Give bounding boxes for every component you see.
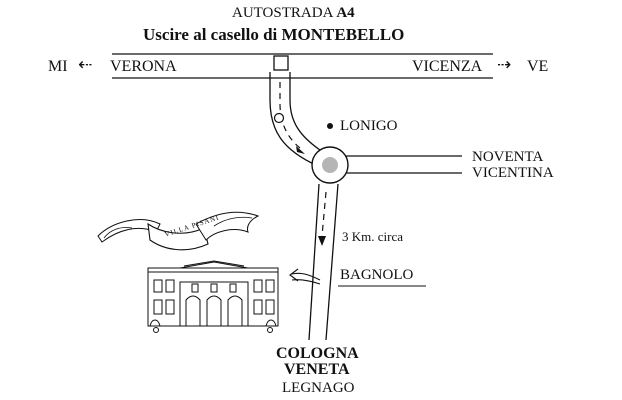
- bagnolo-pointer-2: [291, 279, 321, 285]
- exit-ramp-outer: [269, 72, 319, 167]
- roundabout-center: [322, 157, 338, 173]
- label-distance: 3 Km. circa: [342, 229, 404, 244]
- label-noventa: NOVENTA: [472, 149, 544, 165]
- exit-instruction: Uscire al casello di: [143, 25, 278, 44]
- south-road-left: [308, 183, 320, 341]
- label-cologna: COLOGNA: [276, 345, 359, 362]
- header-line-2: Uscire al casello di MONTEBELLO: [143, 26, 404, 43]
- label-mi: MI: [48, 58, 68, 75]
- label-vicenza: VICENZA: [412, 58, 483, 75]
- label-vicentina: VICENTINA: [472, 165, 554, 181]
- motorway-code: A4: [336, 5, 355, 21]
- arrow-left-icon: ⇠: [78, 55, 93, 75]
- ramp-arrow-icon: [296, 146, 305, 154]
- toll-booth-icon: [273, 55, 289, 71]
- ramp-dash: [279, 82, 301, 149]
- bagnolo-arrowhead-icon: [289, 268, 299, 282]
- exit-place: MONTEBELLO: [281, 25, 405, 44]
- motorway-prefix: AUTOSTRADA: [232, 5, 333, 21]
- lonigo-dot-icon: [327, 123, 333, 129]
- arrow-right-icon: ⇢: [497, 55, 512, 75]
- south-road-right: [325, 183, 339, 341]
- label-verona: VERONA: [110, 58, 177, 75]
- ramp-marker-icon: [273, 112, 285, 124]
- header-line-1: AUTOSTRADA A4: [232, 6, 355, 21]
- south-arrow-icon: [318, 236, 326, 246]
- bagnolo-pointer-1: [291, 272, 321, 281]
- label-legnago: LEGNAGO: [282, 380, 355, 396]
- villa-illustration: [147, 260, 279, 333]
- label-lonigo: LONIGO: [340, 118, 398, 134]
- south-road-dash: [321, 191, 327, 237]
- banner-ribbon: [97, 211, 260, 251]
- exit-ramp-inner: [289, 72, 321, 151]
- label-veneta: VENETA: [284, 361, 350, 378]
- label-ve: VE: [527, 58, 549, 75]
- label-bagnolo: BAGNOLO: [340, 267, 414, 283]
